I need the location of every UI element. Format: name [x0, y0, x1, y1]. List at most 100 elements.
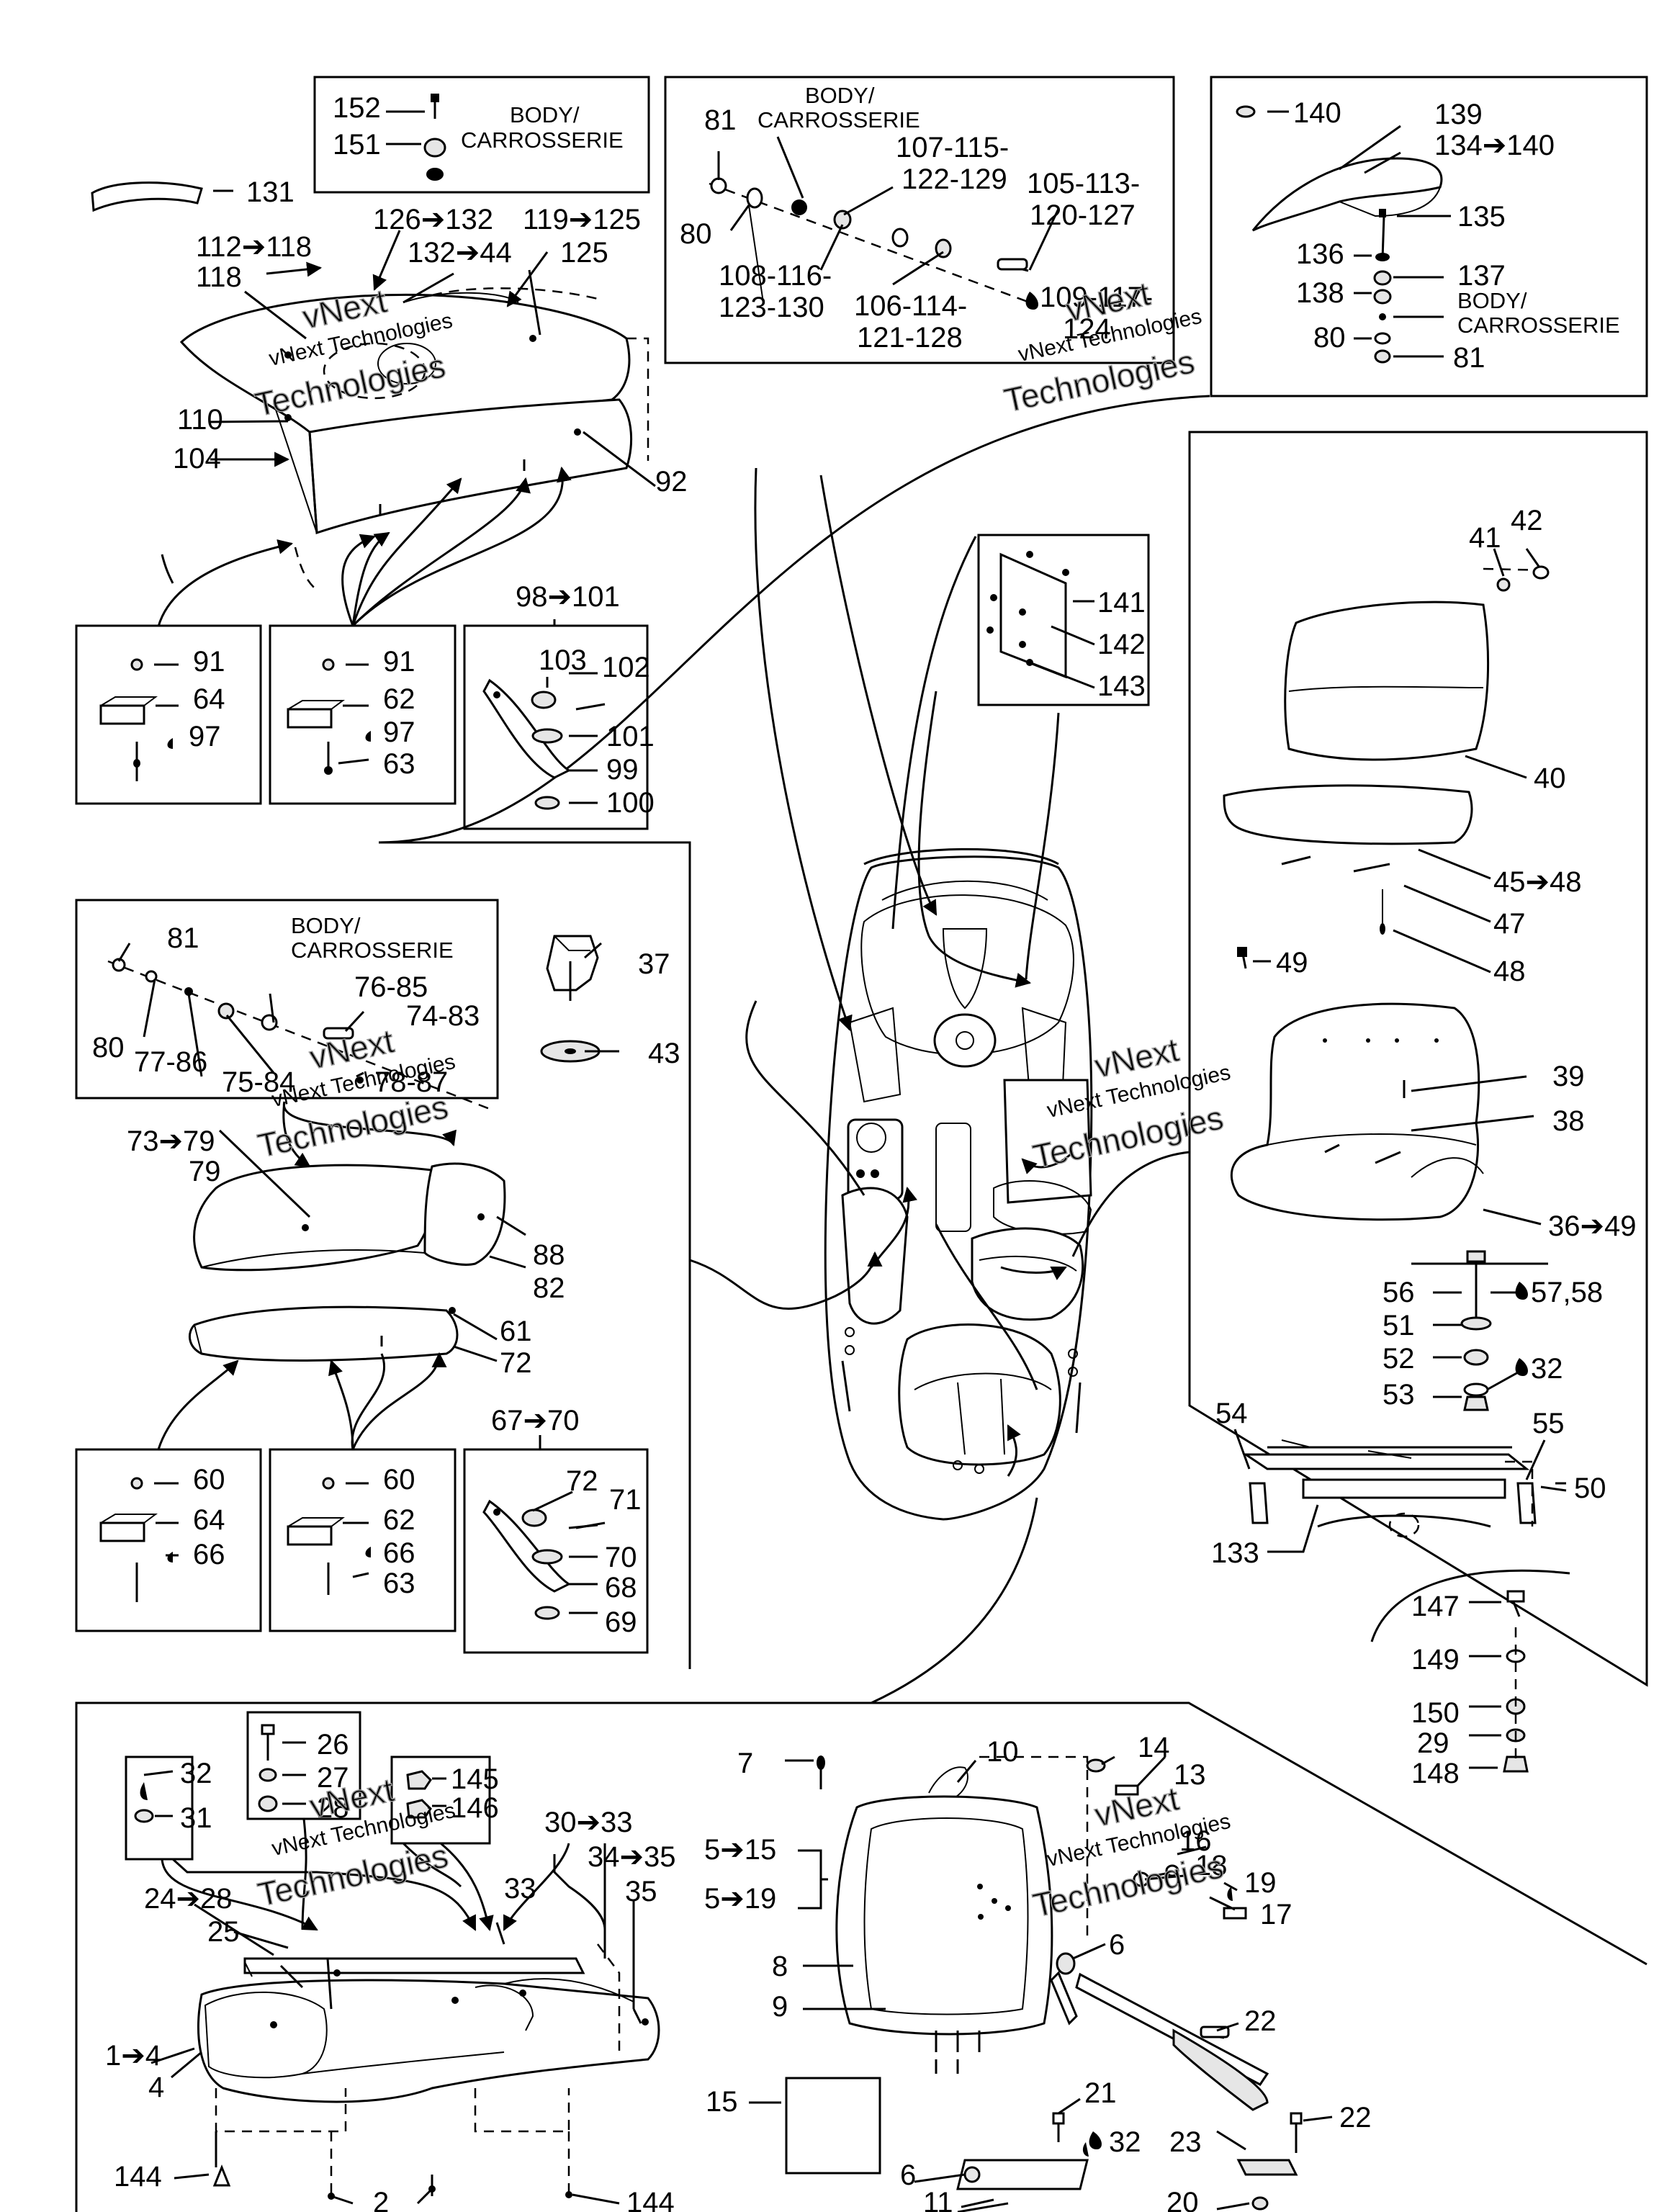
callout-4: 4 [148, 2072, 164, 2103]
callout-136: 136 [1296, 238, 1344, 270]
callout-63-a: 63 [383, 748, 415, 780]
callout-72-a: 72 [500, 1347, 532, 1379]
callout-75-84: 75-84 [222, 1066, 295, 1098]
callout-144-b: 144 [626, 2187, 675, 2212]
callout-5-15: 5➔15 [704, 1834, 776, 1866]
callout-32-b: 32 [180, 1758, 212, 1789]
callout-17: 17 [1260, 1899, 1292, 1930]
callout-80-a: 80 [680, 218, 712, 250]
callout-134-140: 134➔140 [1434, 130, 1555, 161]
callout-26: 26 [317, 1729, 349, 1761]
callout-43: 43 [648, 1038, 680, 1069]
callout-23: 23 [1169, 2126, 1202, 2158]
callout-7: 7 [737, 1748, 753, 1779]
body-note-3-l1: BODY/ [1457, 288, 1527, 313]
callout-8: 8 [772, 1951, 788, 1982]
callout-13: 13 [1174, 1759, 1206, 1791]
callout-25: 25 [207, 1916, 240, 1948]
callout-120-127: 120-127 [1030, 199, 1136, 231]
callout-41: 41 [1469, 522, 1501, 554]
callout-112-118: 112➔118 [196, 231, 312, 263]
sealant-drop-icon [1025, 292, 1038, 310]
callout-51: 51 [1382, 1310, 1415, 1341]
callout-9: 9 [772, 1991, 788, 2023]
bench-seat-assembly [134, 1724, 660, 2200]
callout-146: 146 [451, 1792, 499, 1824]
callout-110: 110 [177, 404, 223, 436]
seat-brackets-lower [99, 1477, 606, 1620]
callout-91-a: 91 [193, 646, 225, 678]
callout-73-79: 73➔79 [127, 1125, 215, 1157]
body-note-1-l2: CARROSSERIE [461, 127, 624, 153]
callout-39: 39 [1552, 1061, 1585, 1092]
callout-105-113: 105-113- [1027, 168, 1140, 199]
callout-104: 104 [173, 443, 221, 475]
callout-143: 143 [1097, 670, 1146, 702]
callout-30-33: 30➔33 [544, 1807, 633, 1838]
callout-137: 137 [1457, 260, 1506, 292]
callout-32-c: 32 [1109, 2126, 1141, 2158]
callout-79: 79 [189, 1156, 221, 1187]
callout-68: 68 [605, 1572, 637, 1604]
watermark-vnext-3: vNext [306, 1022, 397, 1076]
callout-47: 47 [1493, 908, 1526, 940]
callout-139: 139 [1434, 99, 1483, 130]
callout-91-b: 91 [383, 646, 415, 678]
callout-21: 21 [1084, 2077, 1117, 2109]
body-note-4-l2: CARROSSERIE [291, 938, 454, 963]
callout-57-58: 57,58 [1531, 1277, 1603, 1308]
callout-31: 31 [180, 1802, 212, 1834]
callout-49: 49 [1276, 947, 1308, 979]
callout-150: 150 [1411, 1697, 1460, 1729]
callout-98-101: 98➔101 [516, 581, 620, 613]
callout-102: 102 [602, 652, 650, 683]
side-seat-assembly [107, 935, 601, 1362]
callout-71: 71 [609, 1484, 642, 1516]
sealant-drop-icon [1515, 1282, 1528, 1300]
callout-38: 38 [1552, 1105, 1585, 1137]
callout-118: 118 [196, 261, 242, 293]
backrest-assembly [817, 1755, 1303, 2212]
callout-18: 18 [1195, 1850, 1228, 1881]
callout-124: 124 [1063, 313, 1111, 345]
captain-seat-assembly [1223, 565, 1550, 1221]
callout-77-86: 77-86 [134, 1046, 207, 1078]
callout-22-b: 22 [1339, 2102, 1372, 2134]
callout-123-130: 123-130 [719, 292, 824, 323]
callout-64-a: 64 [193, 683, 225, 715]
callout-5-19: 5➔19 [704, 1883, 776, 1915]
callout-67-70: 67➔70 [491, 1405, 580, 1437]
fastener-box-151-152 [423, 94, 446, 181]
callout-6-a: 6 [1109, 1929, 1125, 1961]
callout-144-a: 144 [114, 2161, 162, 2193]
callout-27: 27 [317, 1762, 349, 1794]
callout-76-85: 76-85 [354, 971, 428, 1003]
callout-74-83: 74-83 [406, 1000, 480, 1032]
callout-52: 52 [1382, 1343, 1415, 1375]
callout-132-44: 132➔44 [408, 237, 512, 269]
callout-80-b: 80 [1313, 322, 1346, 354]
callout-141: 141 [1097, 587, 1146, 619]
callout-106-114: 106-114- [854, 290, 967, 322]
callout-29: 29 [1417, 1727, 1449, 1759]
callout-140: 140 [1293, 97, 1341, 129]
callout-97-b: 97 [383, 716, 415, 748]
callout-32-a: 32 [1531, 1353, 1563, 1385]
callout-64-b: 64 [193, 1504, 225, 1536]
callout-145: 145 [451, 1763, 499, 1795]
callout-101: 101 [606, 721, 655, 752]
callout-19: 19 [1244, 1867, 1277, 1899]
callout-16: 16 [1179, 1825, 1212, 1857]
callout-97-a: 97 [189, 721, 221, 752]
callout-80-c: 80 [92, 1032, 125, 1064]
callout-2: 2 [373, 2187, 389, 2212]
callout-70: 70 [605, 1542, 637, 1573]
callout-119-125: 119➔125 [523, 204, 641, 235]
body-note-2-l2: CARROSSERIE [757, 107, 920, 132]
callout-125: 125 [560, 237, 608, 269]
callout-24-28: 24➔28 [144, 1883, 233, 1915]
callout-72-b: 72 [566, 1465, 598, 1497]
callout-33: 33 [504, 1873, 536, 1905]
callout-20: 20 [1166, 2187, 1199, 2212]
callout-14: 14 [1138, 1732, 1170, 1763]
